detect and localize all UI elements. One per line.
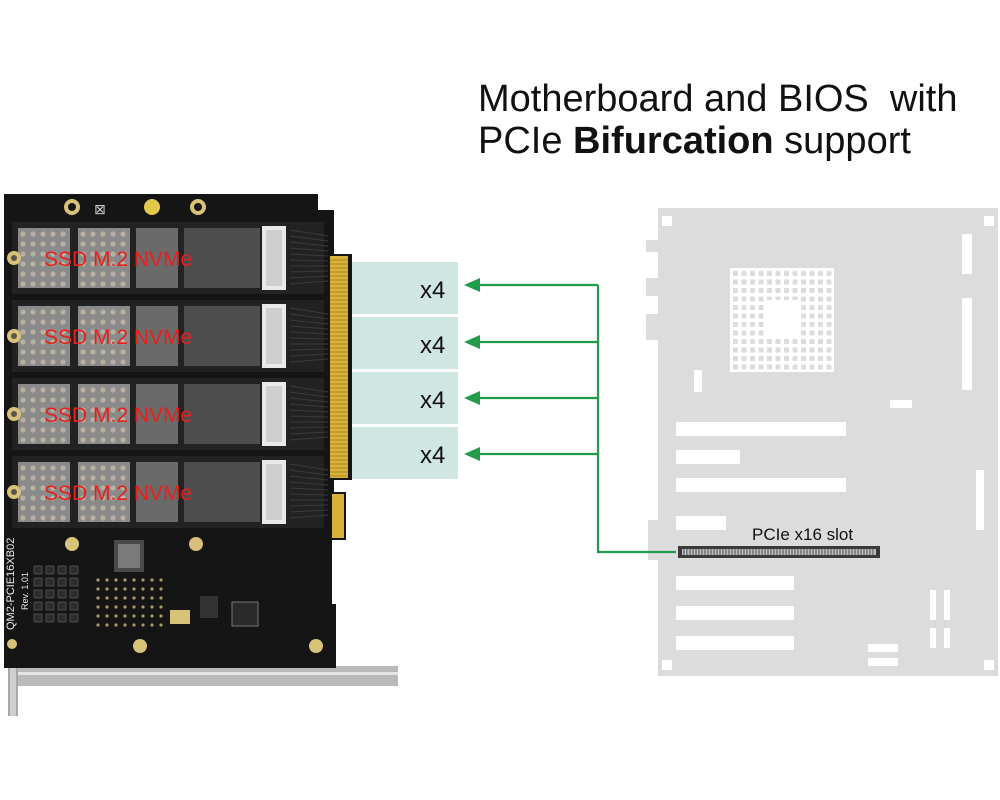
svg-text:⊠: ⊠ bbox=[94, 201, 106, 217]
pci-bracket bbox=[8, 666, 398, 686]
bifurcation-arrows bbox=[476, 283, 676, 554]
headline: Motherboard and BIOS with PCIe Bifurcati… bbox=[478, 78, 957, 162]
cpu-socket bbox=[730, 268, 834, 372]
ssd-module-3: SSD M.2 NVMe bbox=[7, 378, 329, 450]
motherboard: PCIe x16 slot bbox=[646, 208, 998, 676]
ssd-module-1: SSD M.2 NVMe bbox=[7, 222, 329, 294]
slot-label: PCIe x16 slot bbox=[752, 525, 853, 544]
ssd-module-4: SSD M.2 NVMe bbox=[7, 456, 329, 528]
lane-label-1: x4 bbox=[420, 277, 445, 304]
lane-boxes: x4 x4 x4 x4 bbox=[348, 262, 458, 479]
mount-hole-2 bbox=[144, 199, 160, 215]
ssd-label-1: SSD M.2 NVMe bbox=[44, 248, 192, 271]
controller-chip bbox=[231, 601, 259, 627]
lane-box-4 bbox=[348, 427, 458, 479]
ssd-label-4: SSD M.2 NVMe bbox=[44, 482, 192, 505]
lane-box-3 bbox=[348, 372, 458, 424]
arrowhead-2 bbox=[464, 335, 480, 349]
headline-suffix: support bbox=[773, 120, 911, 162]
lane-label-3: x4 bbox=[420, 387, 445, 414]
pcie-x16-slot bbox=[678, 546, 880, 558]
ssd-label-3: SSD M.2 NVMe bbox=[44, 404, 192, 427]
ssd-module-2: SSD M.2 NVMe bbox=[7, 300, 329, 372]
lane-label-4: x4 bbox=[420, 442, 445, 469]
headline-prefix: PCIe bbox=[478, 120, 574, 162]
headline-line-2: PCIe Bifurcation support bbox=[478, 120, 957, 162]
silkscreen-rev: Rev. 1.01 bbox=[20, 572, 30, 610]
silkscreen-model: QM2-PCIE16XB02 bbox=[5, 538, 17, 630]
arrowhead-4 bbox=[464, 447, 480, 461]
lane-label-2: x4 bbox=[420, 332, 445, 359]
lane-box-2 bbox=[348, 317, 458, 369]
gold-fingers bbox=[330, 256, 348, 538]
headline-line-1: Motherboard and BIOS with bbox=[478, 78, 958, 120]
arrowhead-1 bbox=[464, 278, 480, 292]
lane-box-1 bbox=[348, 262, 458, 314]
ssd-label-2: SSD M.2 NVMe bbox=[44, 326, 192, 349]
trunk-line bbox=[596, 285, 676, 554]
headline-bold: Bifurcation bbox=[573, 120, 774, 162]
arrowhead-3 bbox=[464, 391, 480, 405]
